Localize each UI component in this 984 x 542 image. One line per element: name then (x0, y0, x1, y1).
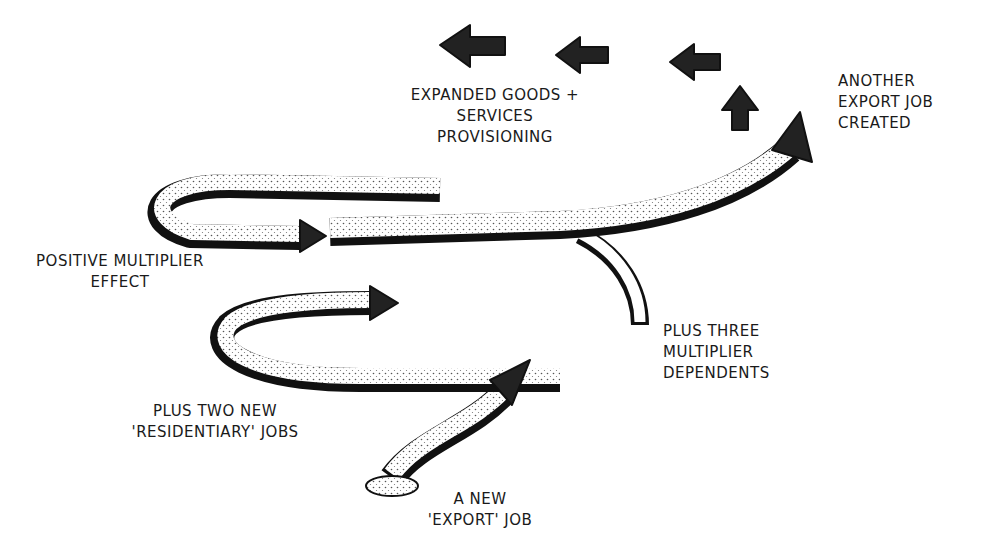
arrow-label: ANOTHER EXPORT JOB CREATED (835, 70, 955, 135)
label-holder: PLUS THREE MULTIPLIER DEPENDENTS (660, 320, 800, 385)
arrow-label: POSITIVE MULTIPLIER EFFECT (20, 250, 220, 294)
arrow-label: PLUS THREE MULTIPLIER DEPENDENTS (660, 320, 800, 385)
label-holder: POSITIVE MULTIPLIER EFFECT (20, 250, 220, 294)
arrow-label: EXPANDED GOODS + SERVICES PROVISIONING (400, 84, 590, 149)
label-holder: A NEW 'EXPORT' JOB (420, 488, 540, 532)
arrow-label: PLUS TWO NEW 'RESIDENTIARY' JOBS (120, 400, 310, 444)
label-holder: ANOTHER EXPORT JOB CREATED (835, 70, 955, 135)
arrow-label: A NEW 'EXPORT' JOB (420, 488, 540, 532)
label-holder: EXPANDED GOODS + SERVICES PROVISIONING (400, 84, 590, 149)
label-holder: PLUS TWO NEW 'RESIDENTIARY' JOBS (120, 400, 310, 444)
